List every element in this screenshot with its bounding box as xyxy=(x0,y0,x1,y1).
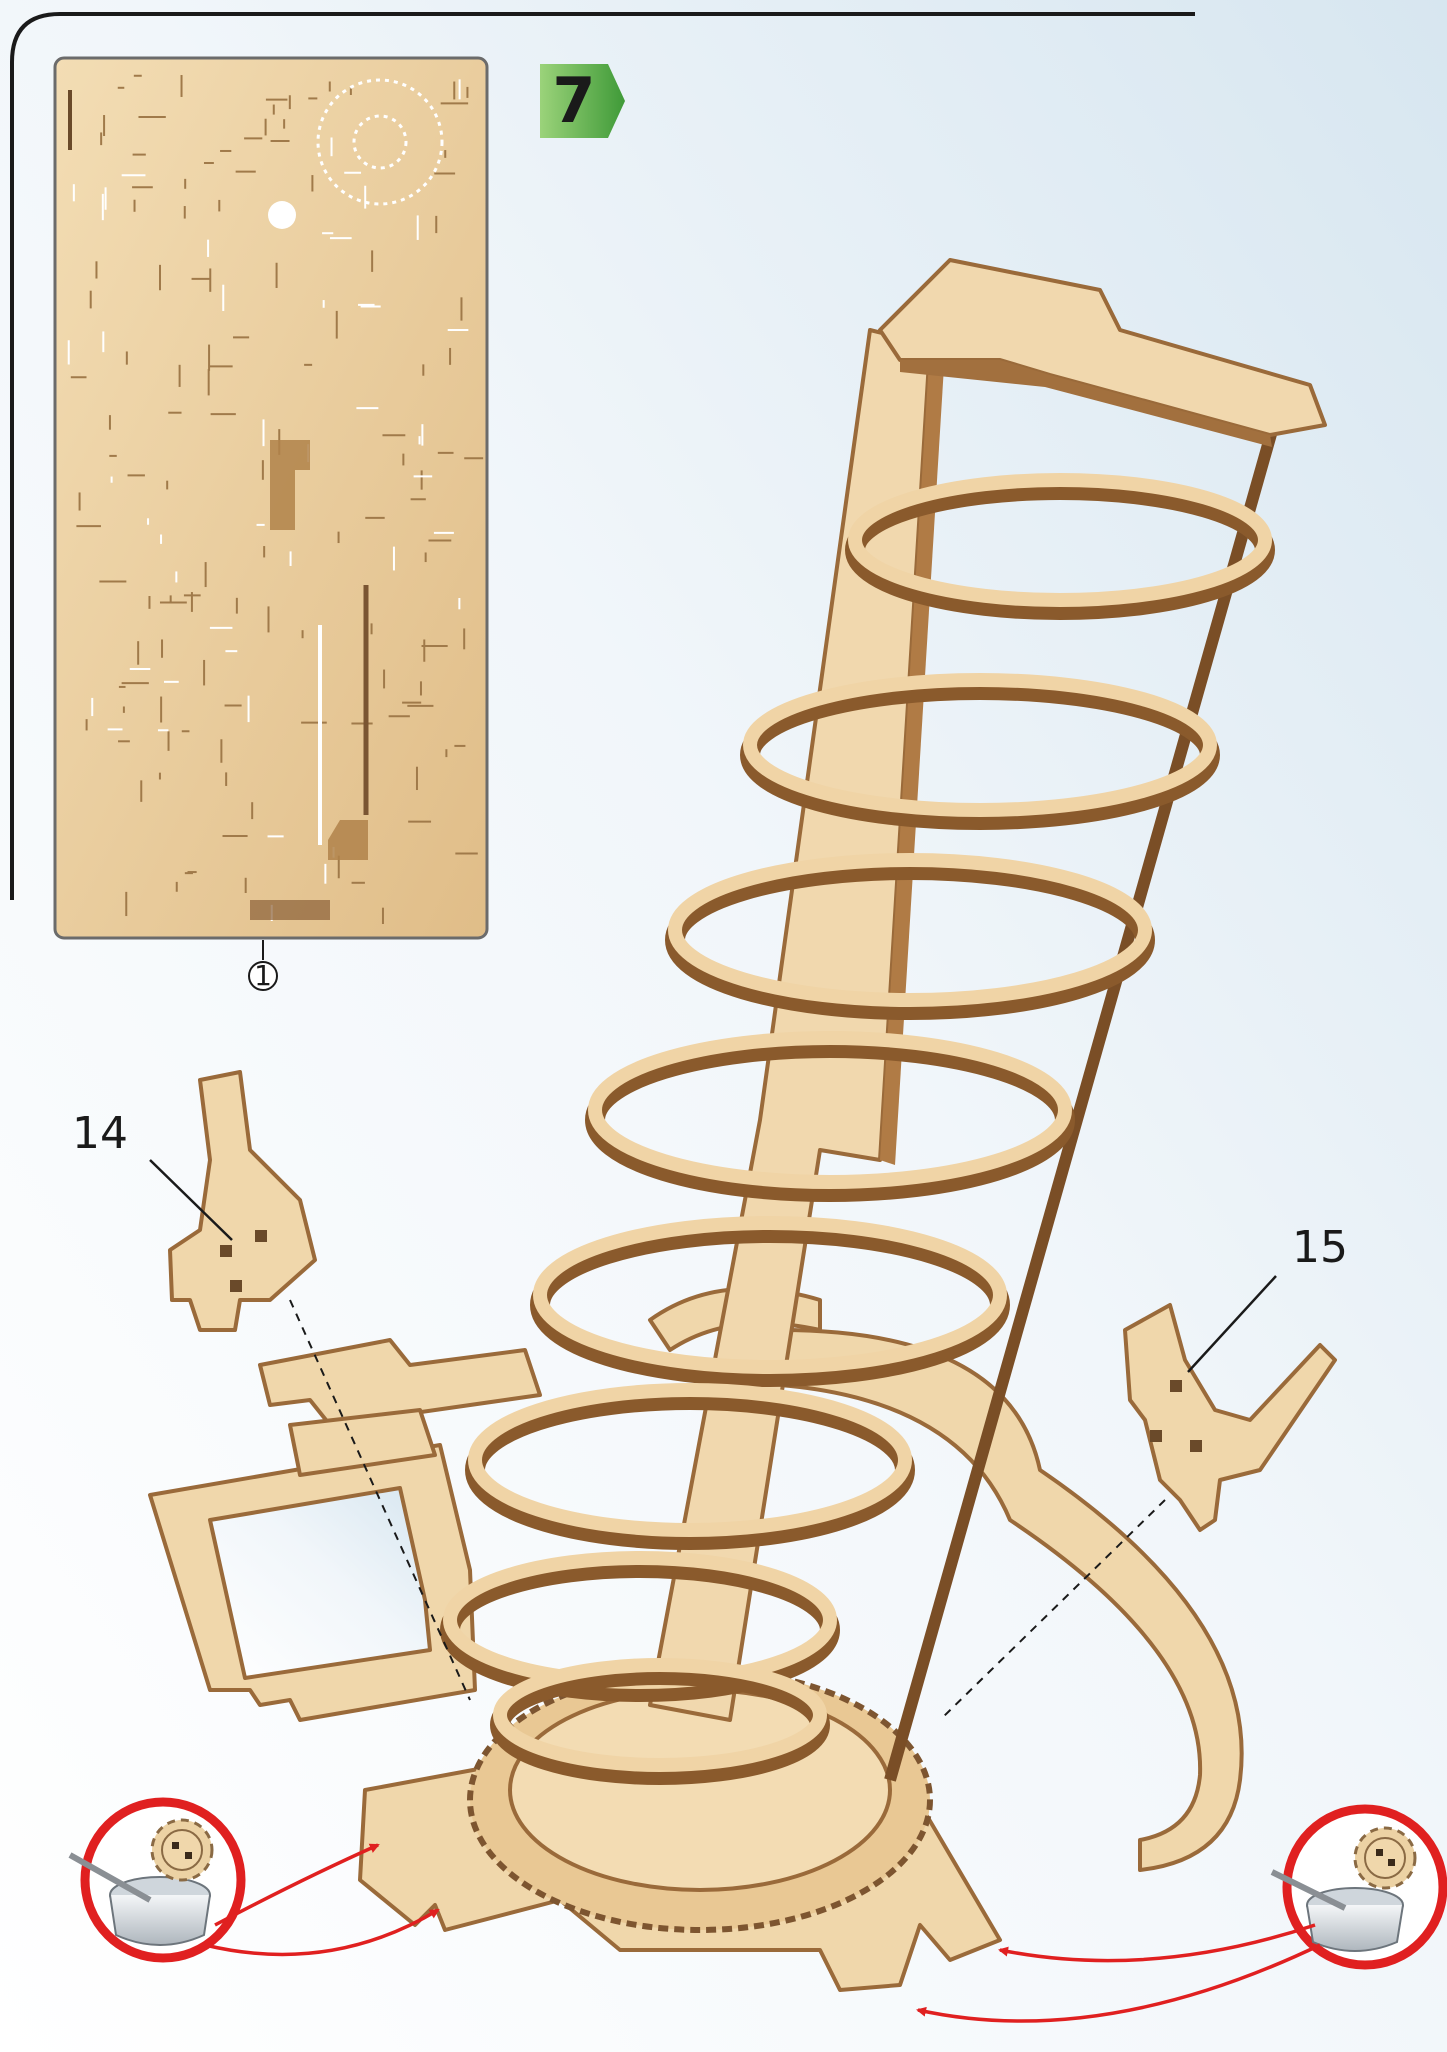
gear-icon xyxy=(1355,1828,1415,1888)
parts-sheet xyxy=(55,58,487,938)
sheet-hole xyxy=(268,201,296,229)
part-15-label: 15 xyxy=(1292,1222,1348,1273)
gear-icon xyxy=(152,1820,212,1880)
part-14-label: 14 xyxy=(72,1108,128,1159)
sheet-number: 1 xyxy=(254,959,272,992)
step-badge: 7 xyxy=(540,64,625,138)
step-number: 7 xyxy=(552,64,595,137)
